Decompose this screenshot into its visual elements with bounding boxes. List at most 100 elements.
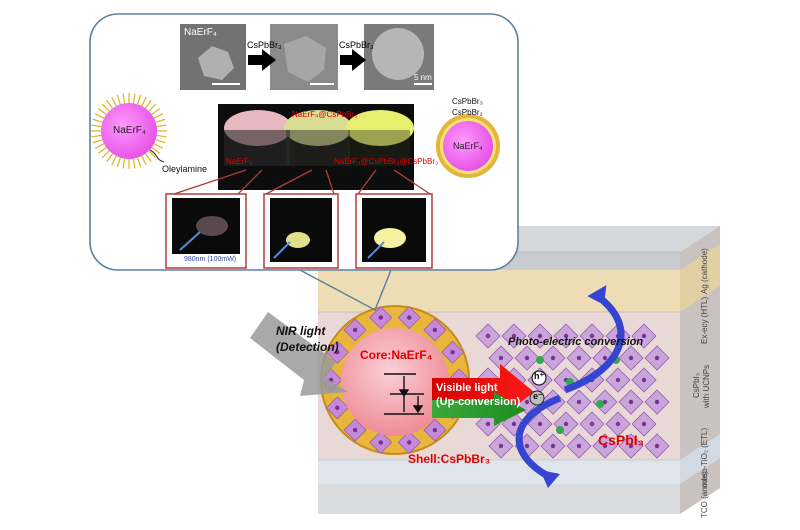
visible-green-arrow bbox=[432, 392, 526, 426]
ligand-chain bbox=[94, 143, 105, 149]
visible-label-2: (Up-conversion) bbox=[436, 396, 521, 408]
lattice-atom bbox=[628, 443, 634, 449]
sem-label-step2: CsPbBr₃ bbox=[339, 40, 374, 50]
ligand-chain bbox=[141, 96, 147, 107]
lattice-atom bbox=[378, 440, 383, 445]
left-particle-core-label: NaErF₄ bbox=[113, 125, 146, 136]
lattice-atom bbox=[654, 399, 660, 405]
ligand-chain bbox=[94, 113, 105, 119]
ligand-chain bbox=[116, 94, 121, 105]
lattice-atom bbox=[615, 377, 621, 383]
lattice-atom bbox=[654, 443, 660, 449]
lattice-atom bbox=[511, 333, 517, 339]
ligand-label: Oleylamine bbox=[162, 164, 208, 174]
reaction-arrow-2 bbox=[340, 49, 366, 71]
right-core-label: NaErF₄ bbox=[453, 141, 483, 151]
inset-pointer bbox=[299, 259, 396, 312]
lattice-atom bbox=[602, 355, 608, 361]
cation-sphere bbox=[596, 400, 604, 408]
right-shell1-label: CsPbBr₃ bbox=[452, 97, 483, 106]
lattice-atom bbox=[641, 421, 647, 427]
layer-htl bbox=[318, 270, 680, 312]
lattice-atom bbox=[576, 355, 582, 361]
lattice-atom bbox=[563, 421, 569, 427]
ligand-chain bbox=[151, 146, 161, 154]
vial-label-right: NaErF₄@CsPbBr₃@CsPbBr₃ bbox=[334, 157, 439, 166]
ligand-pointer bbox=[149, 149, 165, 163]
layer-etl bbox=[318, 460, 680, 484]
lattice-atom bbox=[352, 327, 358, 333]
perovskite-lattice bbox=[475, 323, 670, 459]
lattice-atom bbox=[615, 421, 621, 427]
ligand-chain bbox=[101, 150, 110, 159]
core-shell-inner bbox=[443, 121, 493, 171]
ligand-chain bbox=[155, 118, 166, 123]
lattice-atom bbox=[602, 399, 608, 405]
vial-label-top: NaErF₄@CsPbBr₃ bbox=[292, 110, 358, 119]
ligand-chain bbox=[132, 93, 136, 104]
lattice-atom bbox=[654, 355, 660, 361]
electron-label: e⁻ bbox=[533, 391, 543, 401]
lattice-atom bbox=[602, 443, 608, 449]
lattice-atom bbox=[498, 443, 504, 449]
core-label: Core:NaErF₄ bbox=[360, 348, 433, 362]
ligand-chain bbox=[148, 103, 157, 112]
lattice-atom bbox=[550, 355, 556, 361]
electron-marker bbox=[529, 390, 545, 406]
ligand-chain bbox=[156, 124, 167, 128]
lattice-atom bbox=[628, 399, 634, 405]
laser-arrow-3 bbox=[367, 241, 385, 259]
ligand-chain bbox=[151, 108, 161, 116]
lattice-atom bbox=[576, 443, 582, 449]
lattice-atom bbox=[485, 421, 491, 427]
lattice-atom bbox=[641, 333, 647, 339]
sem-label-start: NaErF₄ bbox=[184, 27, 217, 38]
ligand-chain bbox=[116, 157, 121, 168]
lattice-atom bbox=[641, 377, 647, 383]
ligand-chain bbox=[122, 158, 126, 169]
energy-levels bbox=[384, 373, 424, 415]
ligand-chain bbox=[91, 134, 102, 138]
ligand-chain bbox=[106, 153, 114, 163]
cation-sphere bbox=[556, 426, 564, 434]
ligand-chain bbox=[101, 103, 110, 112]
lattice-atom bbox=[589, 421, 595, 427]
nir-light-arrow bbox=[250, 312, 348, 396]
ligand-chain bbox=[122, 93, 126, 104]
ligand-chain bbox=[111, 155, 117, 166]
laser-arrow-1 bbox=[179, 231, 201, 251]
shell-label: Shell:CsPbBr₃ bbox=[408, 452, 491, 466]
visible-label-1: Visible light bbox=[436, 382, 498, 394]
lattice-atom bbox=[563, 333, 569, 339]
layer-label-ag: Ag (cathode) bbox=[700, 248, 709, 294]
layer-label-active-2: with UCNPs bbox=[702, 364, 711, 408]
nir-label-2: (Detection) bbox=[276, 340, 339, 354]
zoom-lines bbox=[173, 169, 431, 195]
lattice-atom bbox=[450, 350, 455, 355]
lattice-atom bbox=[335, 350, 340, 355]
ligand-chain bbox=[111, 96, 117, 107]
lattice-atom bbox=[537, 333, 543, 339]
hole-label: h⁺ bbox=[534, 371, 545, 381]
core-sphere bbox=[341, 328, 449, 436]
lattice-atom bbox=[432, 327, 438, 333]
lattice-atom bbox=[352, 427, 358, 433]
nir-label-1: NIR light bbox=[276, 324, 326, 338]
lattice-atom bbox=[485, 333, 491, 339]
ligand-chain bbox=[153, 113, 164, 119]
reaction-arrow-1 bbox=[248, 49, 276, 71]
layer-label-htl: Ex-ecy (HTL) bbox=[700, 296, 709, 344]
lattice-atom bbox=[378, 315, 383, 320]
ligand-chain bbox=[132, 158, 136, 169]
ligand-chain bbox=[155, 139, 166, 144]
lattice-atom bbox=[524, 355, 530, 361]
laser-label: 980nm (100mW) bbox=[184, 256, 237, 263]
ligand-chain bbox=[153, 143, 164, 149]
perovskite-label: CsPbI₃ bbox=[598, 432, 645, 448]
layer-label-active-1: CsPbI₃ bbox=[692, 372, 701, 398]
ligand-chain bbox=[148, 150, 157, 159]
ligand-chain bbox=[97, 146, 107, 154]
vial-label-left: NaErF₄ bbox=[226, 157, 253, 166]
ligand-chain bbox=[137, 157, 142, 168]
